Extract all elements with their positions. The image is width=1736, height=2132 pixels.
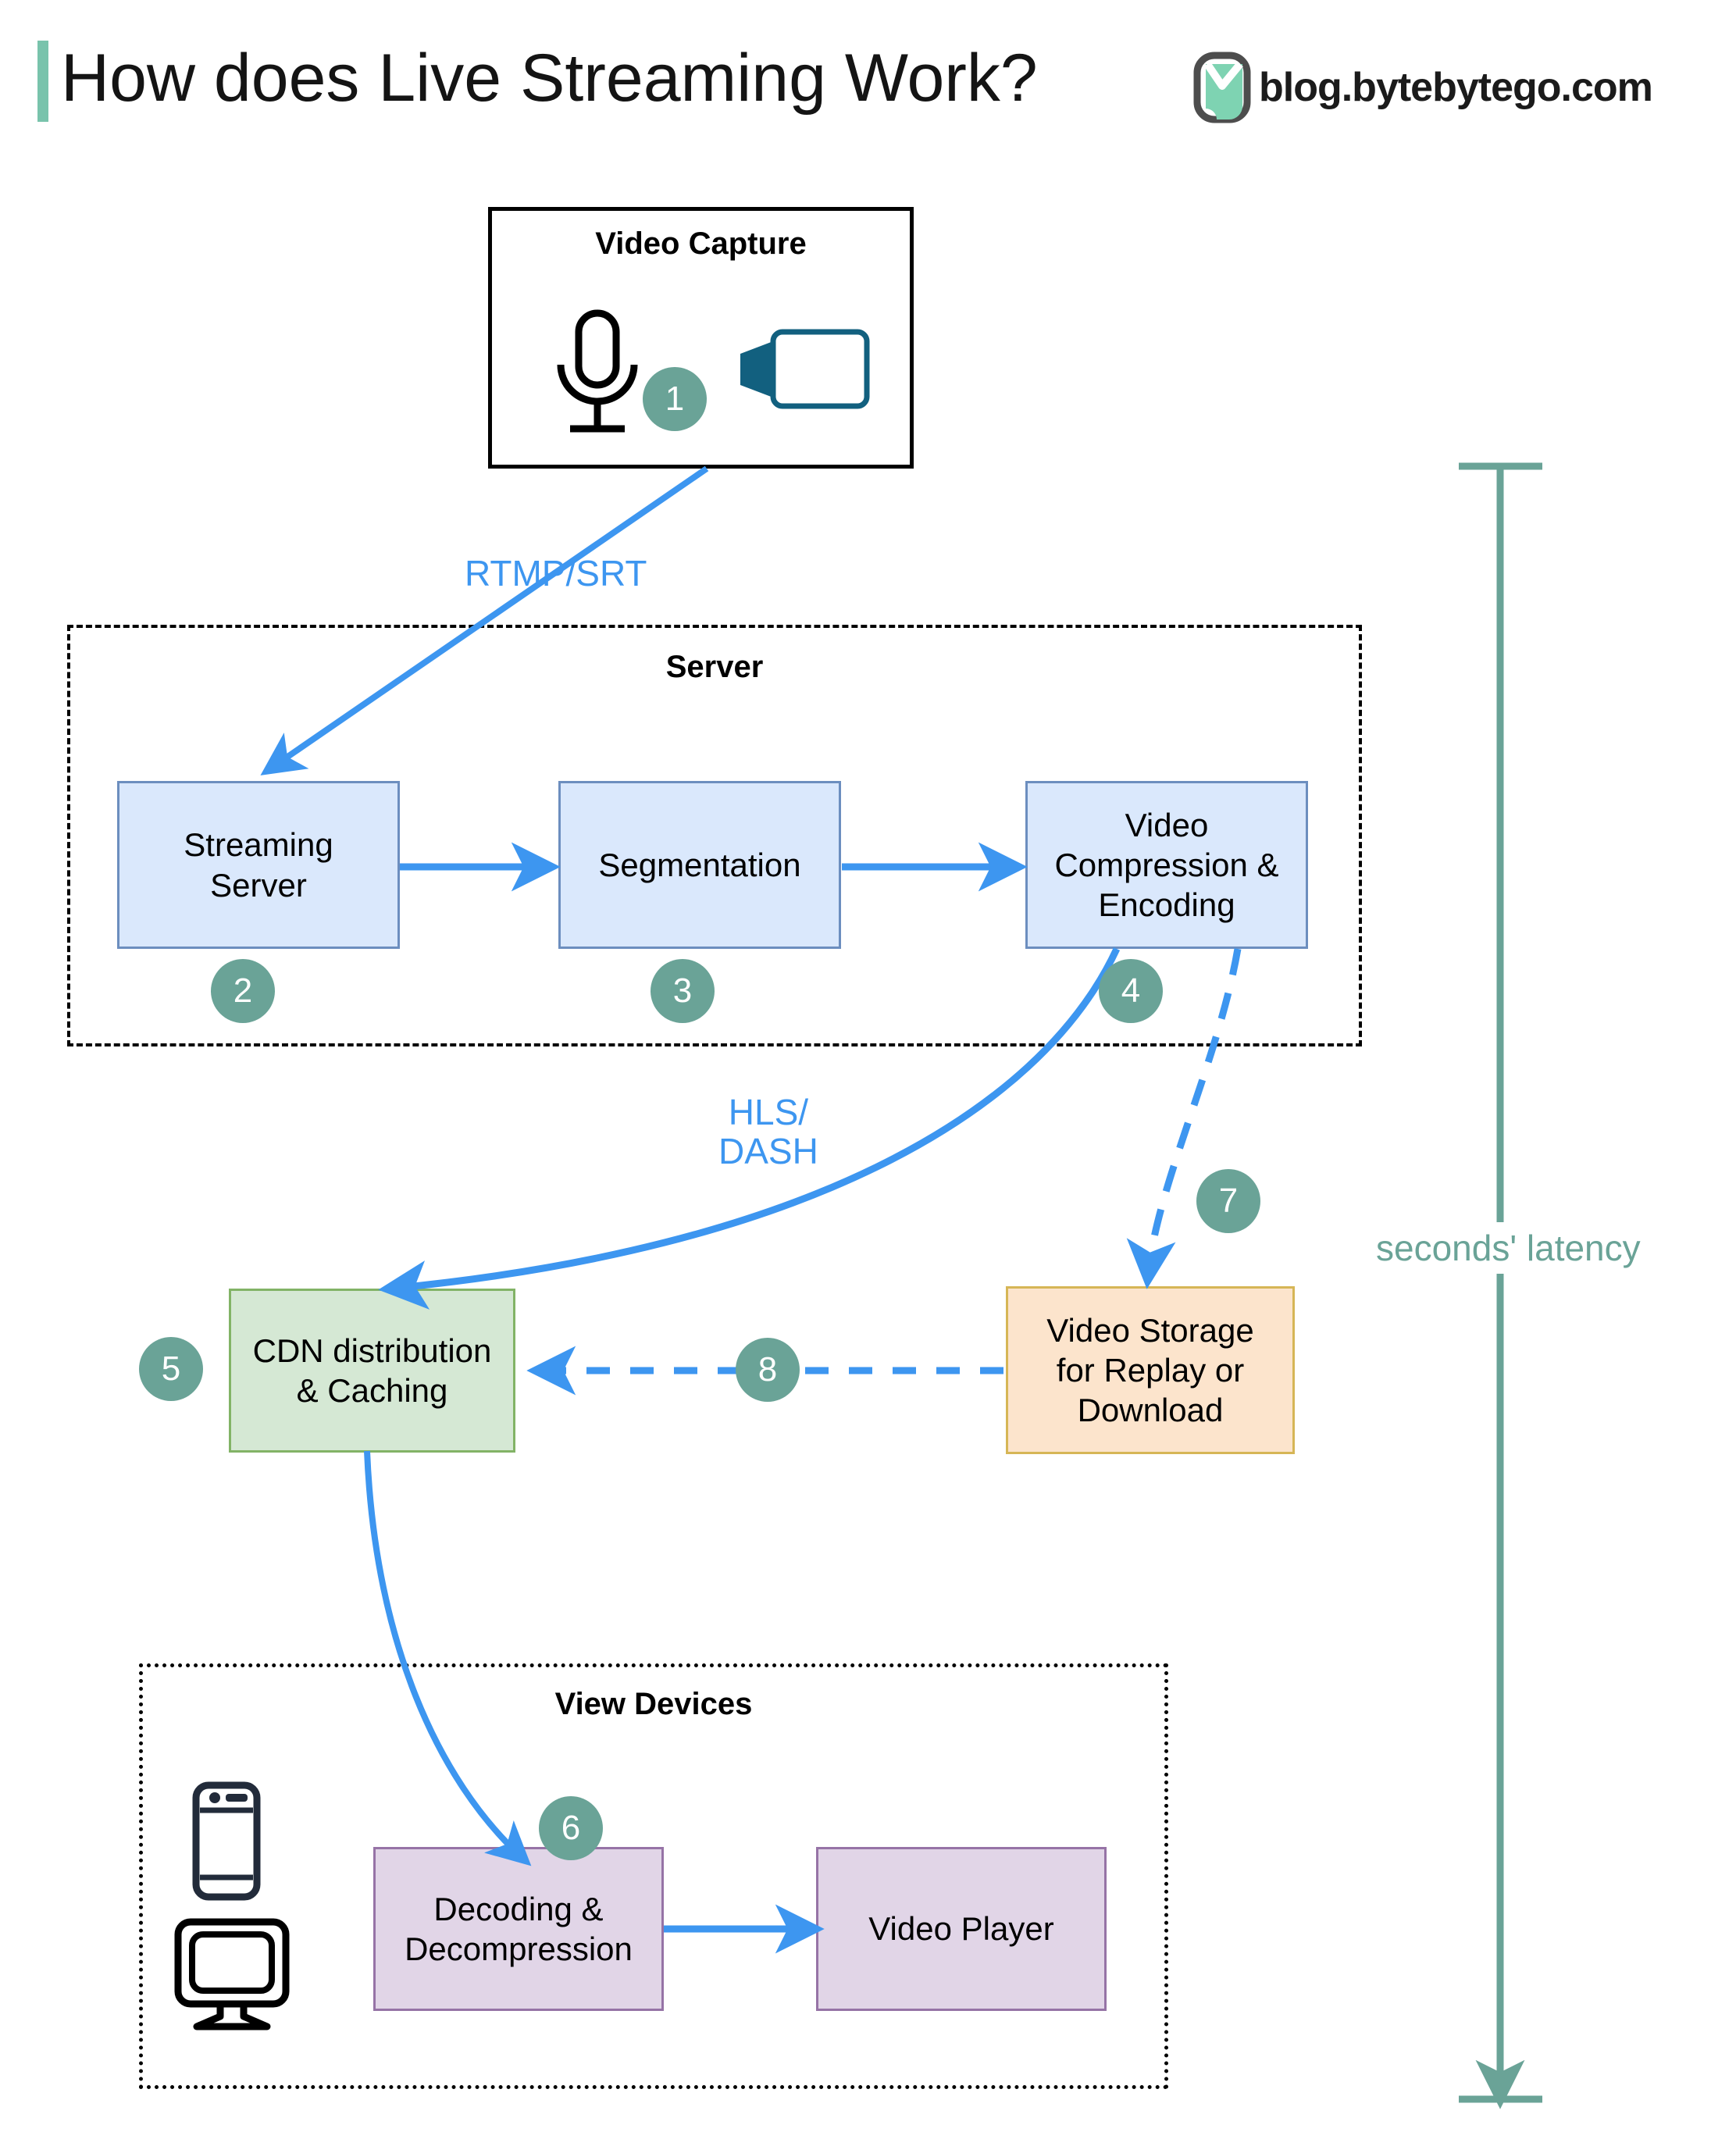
node-video-compression[interactable]: Video Compression & Encoding [1025,781,1308,949]
node-video-player[interactable]: Video Player [816,1847,1107,2011]
edge-label-rtmp-srt: RTMP/SRT [465,553,647,594]
video-camera-icon [740,329,870,409]
page-title: How does Live Streaming Work? [61,41,1038,116]
step-badge-3: 3 [651,959,715,1023]
node-decoding-decompression[interactable]: Decoding & Decompression [373,1847,664,2011]
group-view-devices-title: View Devices [554,1687,753,1721]
latency-annotation: seconds' latency [1373,1222,1644,1274]
node-cdn-distribution[interactable]: CDN distribution & Caching [229,1289,515,1453]
step-badge-5: 5 [139,1337,203,1401]
brand-watermark: blog.bytebytego.com [1193,52,1653,123]
step-badge-4: 4 [1099,959,1163,1023]
step-badge-1: 1 [643,367,707,431]
smartphone-icon [192,1781,261,1901]
group-server-title: Server [665,650,764,684]
node-video-storage[interactable]: Video Storage for Replay or Download [1006,1286,1295,1454]
step-badge-6: 6 [539,1796,603,1860]
bytebytego-logo-icon [1193,52,1251,123]
step-badge-7: 7 [1196,1169,1260,1233]
group-video-capture-title: Video Capture [595,226,807,261]
brand-text: blog.bytebytego.com [1259,65,1653,110]
title-accent-bar [37,41,48,122]
edge-label-hls-dash: HLS/ DASH [718,1092,818,1171]
step-badge-8: 8 [736,1338,800,1402]
node-segmentation[interactable]: Segmentation [558,781,841,949]
desktop-monitor-icon [174,1918,290,2030]
node-streaming-server[interactable]: Streaming Server [117,781,400,949]
microphone-icon [557,309,638,433]
group-view-devices [139,1663,1168,2089]
step-badge-2: 2 [211,959,275,1023]
